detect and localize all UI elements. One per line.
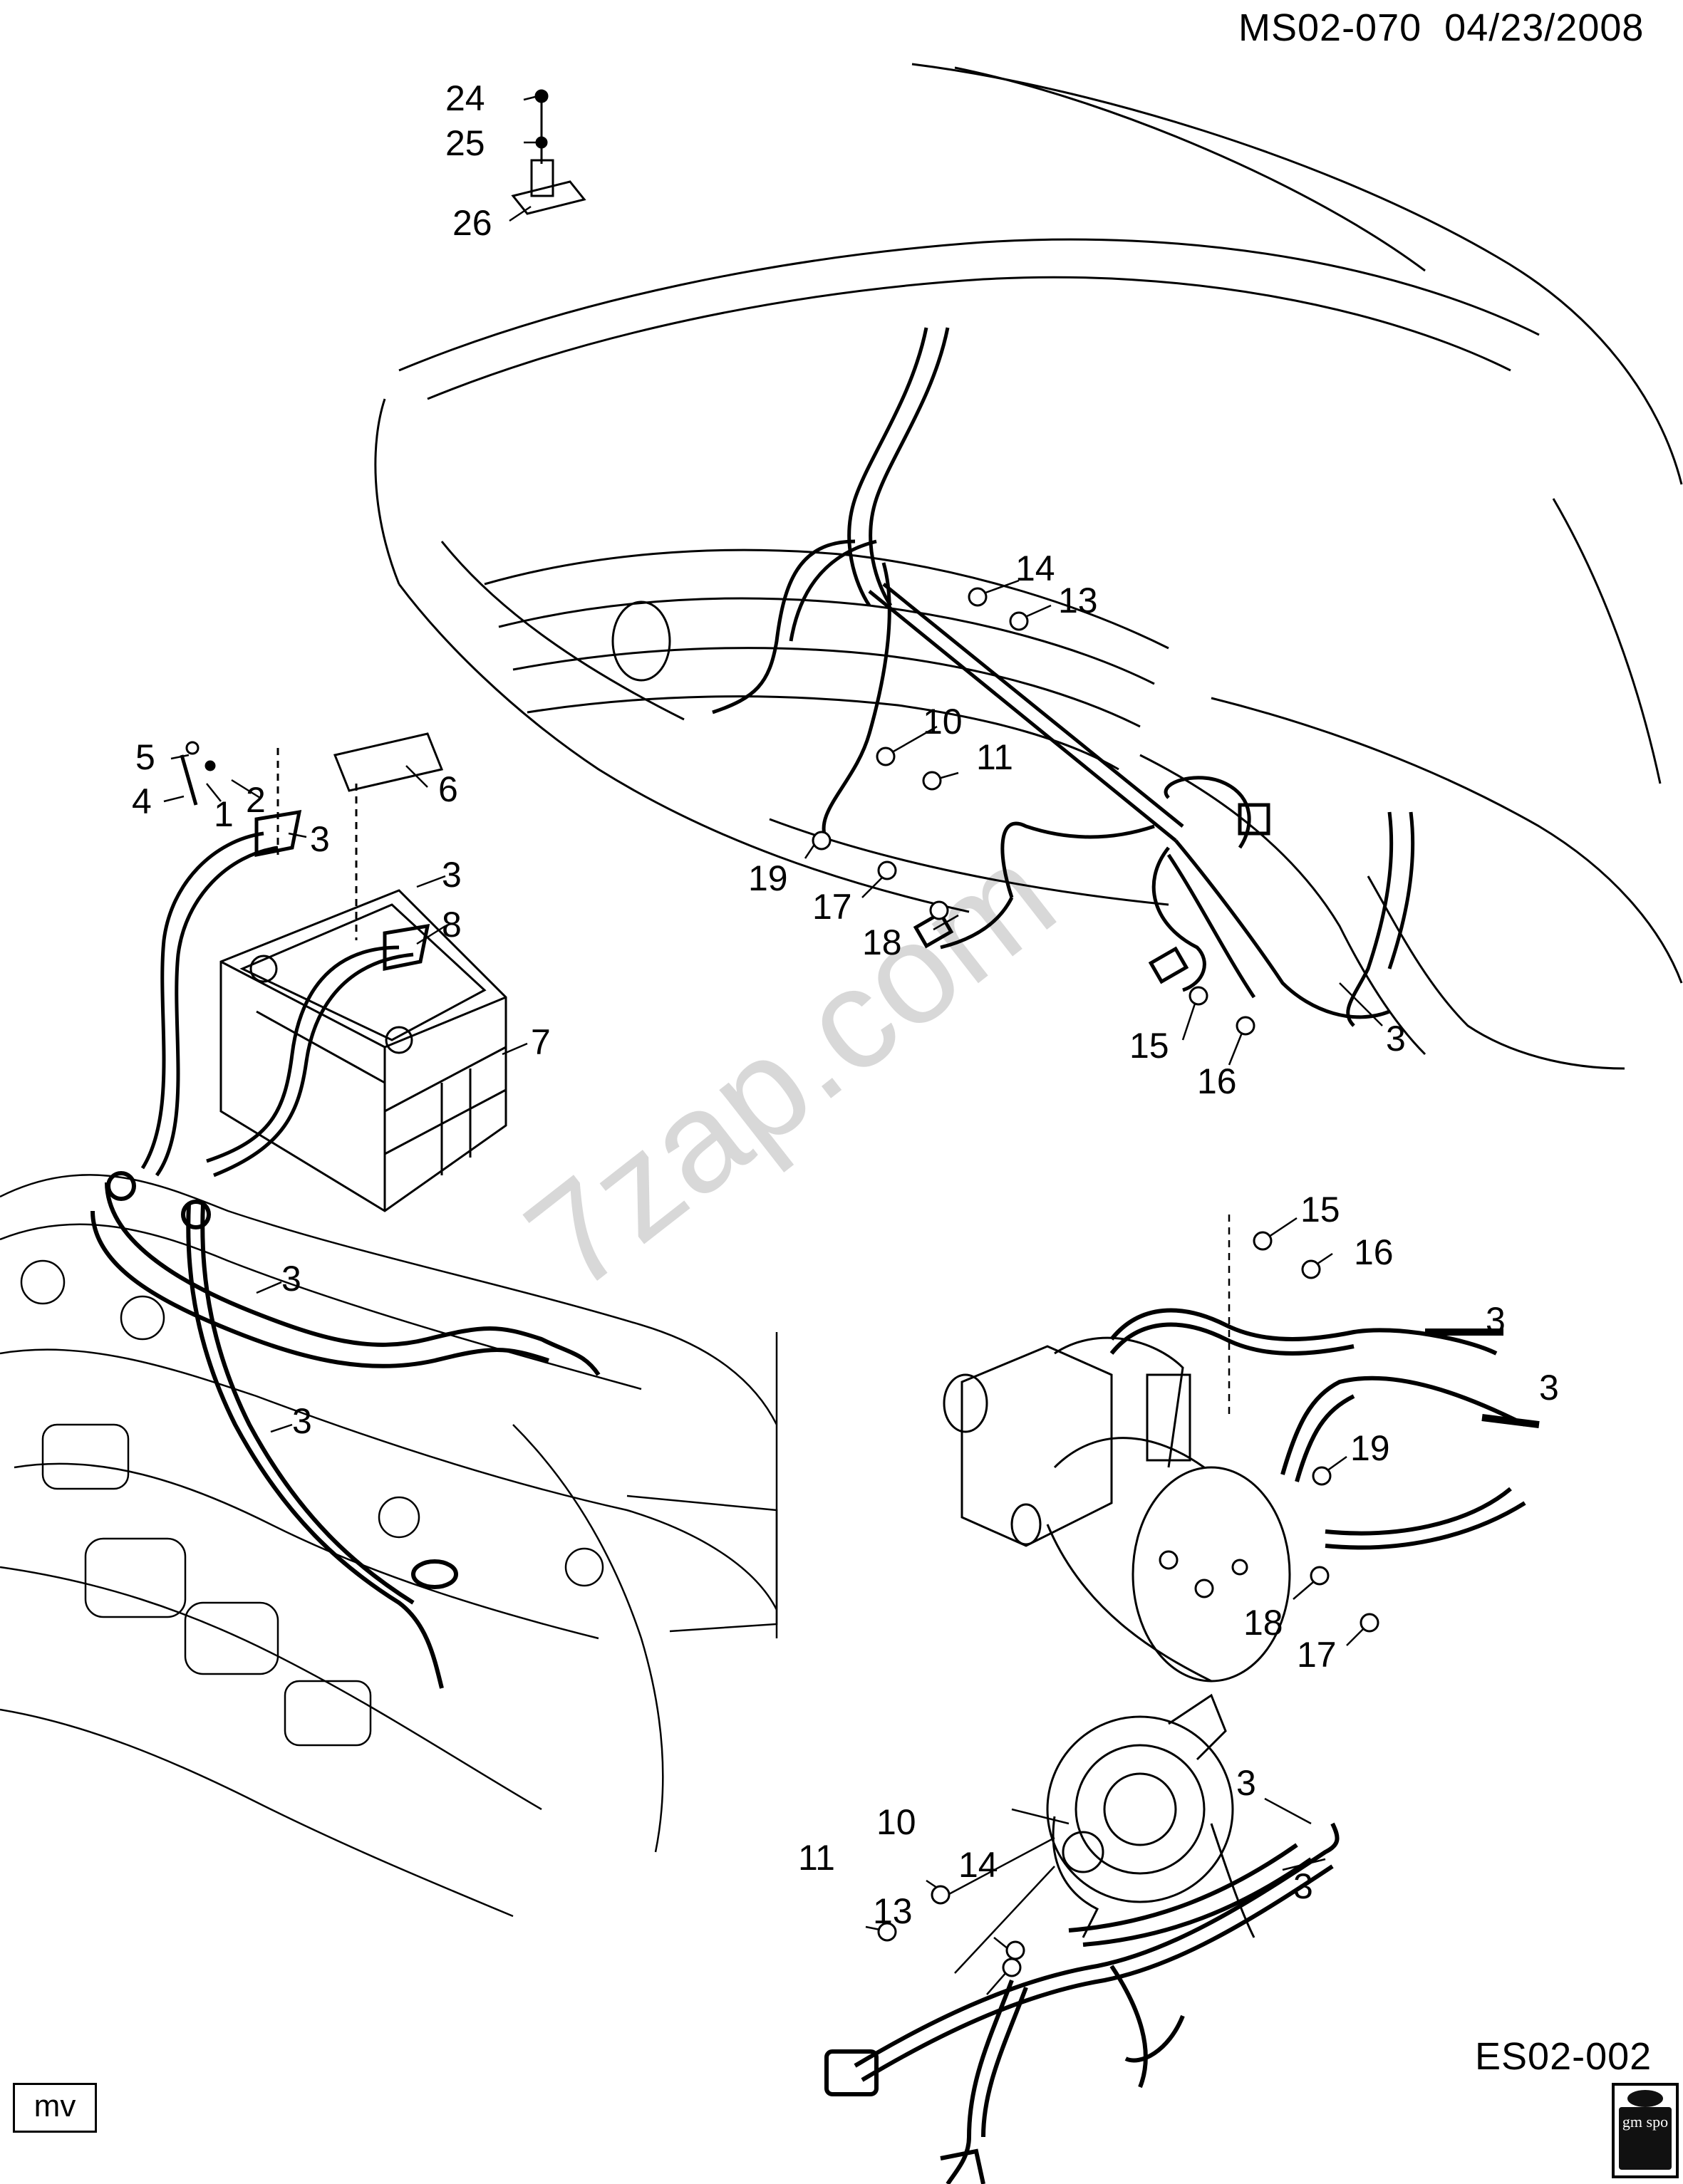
gm-spo-logo: gm spo	[1612, 2083, 1679, 2178]
callout-3-starter-right: 3	[1539, 1368, 1559, 1408]
callout-10-generator: 10	[876, 1802, 916, 1842]
battery	[219, 889, 507, 1212]
callout-13-top: 13	[1058, 581, 1098, 620]
callout-5: 5	[135, 737, 155, 777]
callout-7: 7	[531, 1022, 551, 1062]
callout-14-top: 14	[1015, 548, 1055, 588]
callout-3-generator-upper: 3	[1236, 1763, 1256, 1803]
callout-19-starter: 19	[1350, 1428, 1390, 1468]
callout-3-terminal: 3	[442, 855, 462, 895]
starter-cables	[1109, 1308, 1540, 1550]
callout-17-starter: 17	[1297, 1635, 1337, 1675]
callout-16-top: 16	[1197, 1061, 1237, 1101]
battery-hold-down	[180, 732, 444, 940]
callout-3-top: 3	[1386, 1019, 1406, 1059]
callout-6: 6	[438, 769, 458, 809]
callout-2: 2	[246, 780, 266, 820]
callout-25: 25	[445, 123, 485, 163]
callout-labels: 24 25 26 14 13 10 11 19 17 18 15 16 3 5 …	[132, 78, 1559, 1931]
logo-text: gm spo	[1622, 2113, 1669, 2131]
diagram-code: MS02-070 04/23/2008	[1238, 6, 1644, 50]
generator	[1046, 1693, 1255, 1938]
battery-cables	[140, 809, 430, 1177]
leaders-engine	[256, 1281, 293, 1433]
callout-14-generator: 14	[958, 1845, 998, 1885]
starter-motor	[943, 1336, 1291, 1683]
vehicle-front-outline	[374, 63, 1683, 1070]
callout-3-engine-upper: 3	[281, 1259, 301, 1299]
generator-fasteners	[877, 1885, 1025, 1977]
callout-19-top: 19	[748, 858, 788, 898]
engine-bay-outline	[0, 1174, 778, 1918]
callout-11-generator: 11	[798, 1838, 835, 1878]
callout-1: 1	[214, 794, 234, 834]
callout-15-starter: 15	[1300, 1190, 1340, 1229]
top-fasteners	[812, 587, 1255, 1036]
callout-13-generator: 13	[873, 1891, 913, 1931]
watermark-text: 7zap.com	[498, 815, 1083, 1321]
callout-10-top: 10	[923, 702, 963, 742]
callout-16-starter: 16	[1354, 1232, 1394, 1272]
callout-3-battery: 3	[310, 819, 330, 859]
bracket-stud-assembly	[511, 89, 586, 215]
callout-11-top: 11	[976, 737, 1013, 777]
callout-3-engine-lower: 3	[292, 1401, 312, 1441]
starter-fasteners	[1253, 1231, 1379, 1633]
callout-3-starter-upper: 3	[1486, 1300, 1506, 1340]
sub-diagram-code: ES02-002	[1475, 2035, 1652, 2078]
callout-18-starter: 18	[1243, 1603, 1283, 1643]
top-cable-harness	[712, 327, 1415, 1027]
callout-4: 4	[132, 781, 152, 821]
callout-17-top: 17	[812, 887, 852, 927]
leaders-battery	[163, 754, 528, 1056]
doc-date: 04/23/2008	[1444, 6, 1645, 49]
mv-tag: mv	[13, 2083, 97, 2133]
callout-3-generator-lower: 3	[1293, 1866, 1313, 1906]
doc-code: MS02-070	[1238, 6, 1422, 49]
callout-24: 24	[445, 78, 485, 118]
callout-8: 8	[442, 905, 462, 945]
callout-15-top: 15	[1129, 1026, 1169, 1066]
engine-cables	[90, 1171, 601, 1689]
generator-harness	[824, 1822, 1340, 2184]
callout-18-top: 18	[862, 922, 902, 962]
callout-26: 26	[452, 203, 492, 243]
